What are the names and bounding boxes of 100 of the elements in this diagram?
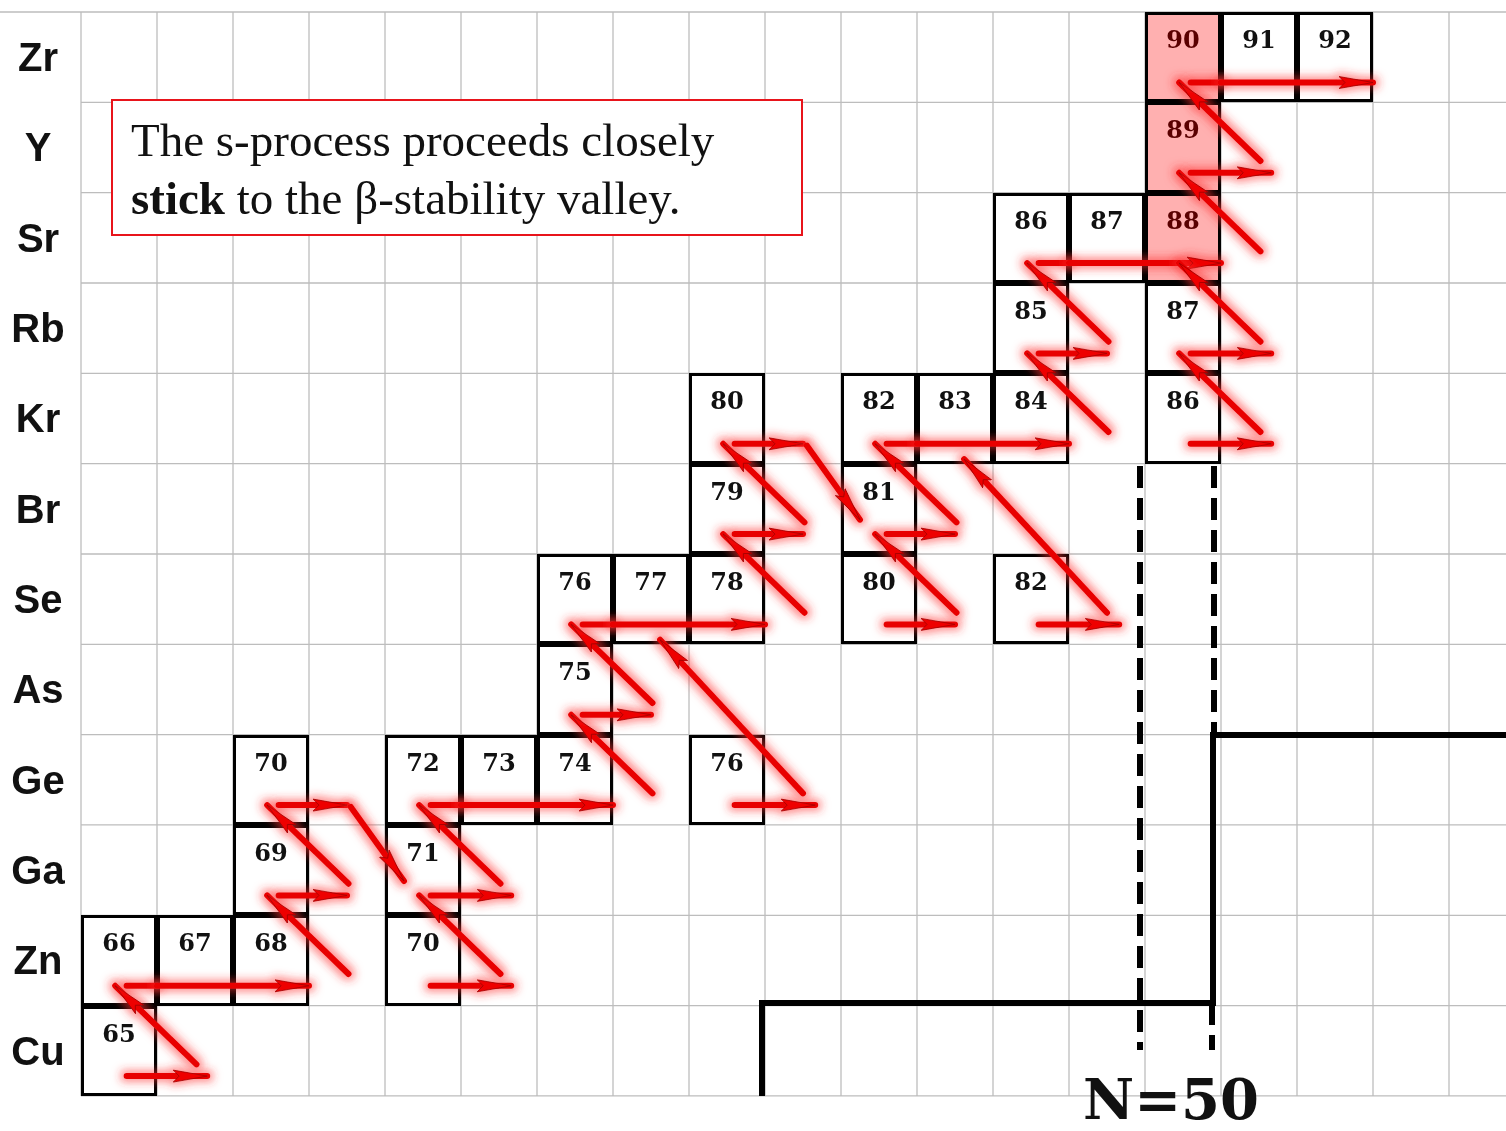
nuclide-cell: [1145, 373, 1221, 464]
arrow: [568, 621, 656, 706]
arrow: [1218, 76, 1376, 89]
element-symbol: Se: [12, 576, 64, 623]
nuclide-cell: [613, 553, 689, 645]
element-symbol: Sr: [15, 214, 61, 261]
arrow: [731, 527, 806, 541]
mass-number: 86: [1165, 386, 1201, 417]
mass-number: 70: [253, 747, 289, 778]
arrow: [112, 982, 200, 1068]
mass-number: 70: [405, 928, 441, 959]
mass-number: 71: [405, 837, 441, 868]
arrow: [1066, 256, 1224, 270]
mass-number: 67: [177, 928, 213, 959]
arrow: [275, 889, 350, 902]
mass-number: 79: [709, 476, 745, 507]
arrow: [1024, 260, 1112, 345]
arrow: [914, 437, 1072, 451]
mass-number: 83: [937, 386, 973, 417]
mass-number: 75: [557, 657, 593, 688]
arrow: [1187, 166, 1275, 180]
arrow: [803, 442, 863, 523]
mass-number: 66: [101, 928, 137, 959]
element-symbol: Ge: [10, 756, 66, 803]
mass-number: 90: [1165, 25, 1201, 55]
mass-number: 81: [861, 476, 897, 507]
mass-number: 91: [1241, 25, 1277, 55]
mass-number: 82: [1013, 566, 1049, 597]
nuclide-cell: [1297, 12, 1373, 103]
nuclide-cell: [993, 553, 1069, 645]
nuclide-cell: [157, 915, 233, 1006]
neutron-number-label: N=50: [1083, 1068, 1260, 1130]
arrow: [458, 798, 616, 812]
mass-number: 88: [1165, 205, 1201, 236]
mass-number: 69: [253, 837, 289, 868]
mass-number: 82: [861, 386, 897, 417]
mass-number: 76: [709, 747, 745, 778]
arrow: [264, 802, 352, 887]
mass-number: 80: [861, 566, 897, 597]
nuclide-cell: [993, 373, 1069, 464]
mass-number: 72: [405, 747, 441, 778]
mass-number: 86: [1013, 205, 1049, 236]
note-text: The s-process proceeds closely stick to the β-stability valley.: [131, 113, 716, 226]
mass-number: 89: [1165, 115, 1201, 146]
element-symbol: As: [11, 666, 65, 713]
arrow: [427, 979, 515, 993]
element-symbol: Br: [14, 485, 62, 532]
element-symbol: Ga: [10, 847, 66, 894]
arrow: [579, 708, 654, 722]
mass-number: 73: [481, 747, 517, 778]
arrow: [416, 892, 504, 977]
arrow: [264, 892, 352, 977]
nuclide-cell: [81, 1005, 157, 1096]
arrow: [720, 440, 808, 526]
nuclide-cell: [841, 553, 917, 645]
nuclide-cell: [917, 373, 993, 464]
element-symbol: Y: [23, 124, 53, 171]
arrow: [1176, 169, 1264, 255]
nuclide-cell: [1145, 102, 1221, 193]
element-symbol: Kr: [14, 395, 62, 442]
arrow: [416, 802, 504, 887]
arrow: [1024, 350, 1112, 435]
nuclide-cell: [1145, 12, 1221, 103]
arrow: [1187, 437, 1275, 451]
nuclide-cell: [993, 192, 1069, 283]
note-box: [111, 99, 803, 236]
nuclide-cell: [461, 734, 537, 825]
arrow: [731, 437, 806, 451]
nuclide-cell: [1145, 283, 1221, 374]
nuclide-cell: [689, 373, 765, 464]
element-symbol: Rb: [10, 305, 66, 352]
arrow: [1176, 350, 1264, 435]
nuclide-cell: [233, 734, 309, 825]
mass-number: 87: [1089, 205, 1125, 236]
arrow: [610, 618, 768, 631]
arrow: [1035, 347, 1110, 360]
nuclide-cell: [537, 553, 613, 645]
nuclide-cell: [81, 915, 157, 1006]
mass-number: 68: [253, 928, 289, 959]
mass-number: 74: [557, 747, 593, 778]
arrow: [154, 979, 312, 993]
mass-number: 87: [1165, 296, 1201, 326]
arrow: [872, 440, 960, 526]
arrow: [1187, 347, 1275, 360]
element-symbol: Zr: [17, 34, 59, 81]
nuclide-cell: [1221, 12, 1297, 103]
arrow: [427, 889, 515, 902]
arrow: [883, 618, 958, 631]
mass-number: 78: [709, 566, 745, 597]
mass-number: 80: [709, 386, 745, 417]
nuclide-cell: [689, 463, 765, 554]
nuclide-cell: [385, 734, 461, 825]
mass-number: 85: [1013, 296, 1049, 326]
arrow: [1035, 618, 1123, 631]
arrow: [275, 798, 350, 812]
arrow: [883, 527, 958, 541]
mass-number: 92: [1317, 25, 1353, 55]
arrow: [1176, 260, 1264, 345]
element-symbol: Cu: [10, 1027, 66, 1074]
mass-number: 76: [557, 566, 593, 597]
